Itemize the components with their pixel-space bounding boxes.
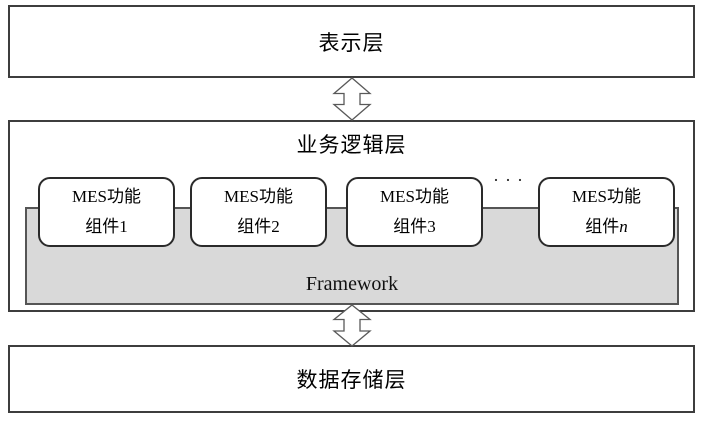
mes-component-1: MES功能 组件1: [38, 177, 175, 247]
component-subtitle: 组件n: [585, 212, 628, 242]
component-title: MES功能: [380, 187, 449, 206]
framework-label: Framework: [305, 273, 399, 295]
component-subtitle: 组件2: [237, 212, 280, 242]
double-vertical-arrow-icon: [332, 77, 372, 121]
component-subtitle-base: 组件: [393, 217, 428, 236]
component-index: n: [619, 217, 628, 236]
mes-component-n: MES功能 组件n: [538, 177, 675, 247]
storage-layer-box: 数据存储层: [8, 345, 695, 413]
presentation-layer-label: 表示层: [318, 30, 385, 55]
component-index: 1: [119, 217, 128, 236]
storage-layer-label: 数据存储层: [296, 368, 407, 392]
presentation-layer-box: 表示层: [8, 5, 695, 78]
mes-component-2: MES功能 组件2: [190, 177, 327, 247]
component-index: 3: [427, 217, 436, 236]
component-subtitle-base: 组件: [585, 217, 620, 236]
component-title: MES功能: [572, 187, 641, 206]
component-subtitle: 组件1: [85, 212, 128, 242]
component-subtitle: 组件3: [393, 212, 436, 242]
double-vertical-arrow-icon: [332, 304, 372, 347]
components-ellipsis: ···: [493, 170, 529, 190]
mes-component-3: MES功能 组件3: [346, 177, 483, 247]
component-title: MES功能: [224, 187, 293, 206]
business-layer-label: 业务逻辑层: [296, 133, 407, 157]
component-index: 2: [271, 217, 280, 236]
component-title: MES功能: [72, 187, 141, 206]
component-subtitle-base: 组件: [85, 217, 120, 236]
component-subtitle-base: 组件: [237, 217, 272, 236]
